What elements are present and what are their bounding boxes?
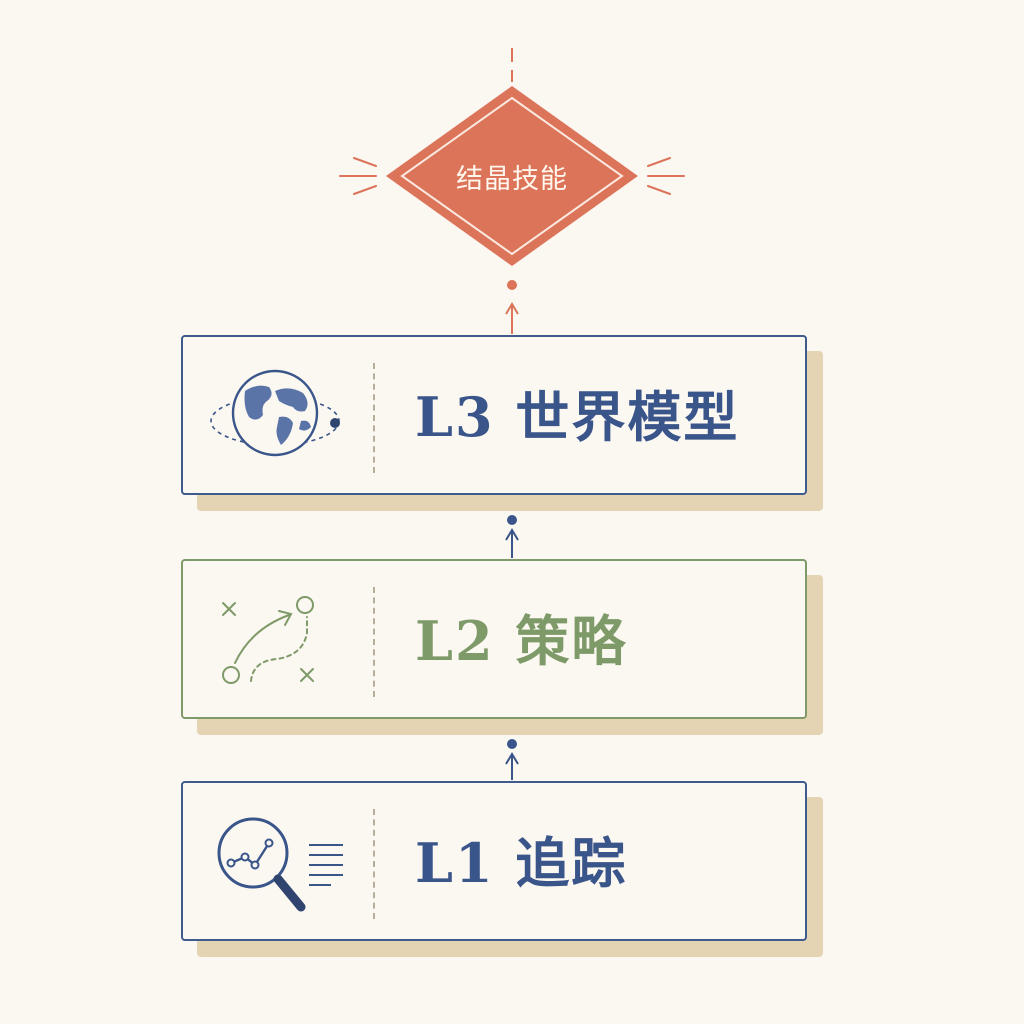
layer-title: L2 策略 <box>415 609 628 673</box>
strategy-icon <box>222 596 314 684</box>
connector-dot <box>507 280 517 290</box>
layer-card: L1 追踪 <box>181 781 807 941</box>
layer-card: L2 策略 <box>181 559 807 719</box>
left-sparkle-icon <box>339 157 377 195</box>
connector-dot <box>507 515 517 525</box>
layer-l3-world-model: L3 世界模型 <box>181 335 823 511</box>
connector-dot <box>507 739 517 749</box>
skill-label: 结晶技能 <box>456 164 568 195</box>
magnifier-chart-icon <box>217 817 343 912</box>
layer-l1-tracking: L1 追踪 <box>181 781 823 957</box>
layer-l2-strategy: L2 策略 <box>181 559 823 735</box>
layer-card: L3 世界模型 <box>181 335 807 495</box>
skill-diamond-inner-border <box>400 96 624 256</box>
layer-title: L1 追踪 <box>415 831 628 895</box>
card-divider <box>373 587 375 697</box>
right-sparkle-icon <box>647 157 685 195</box>
layer-title: L3 世界模型 <box>415 385 740 449</box>
skill-diamond <box>386 86 638 266</box>
arrow-head-icon <box>505 752 519 765</box>
arrow-head-icon <box>505 302 519 315</box>
card-divider <box>373 363 375 473</box>
arrow-head-icon <box>505 528 519 541</box>
card-divider <box>373 809 375 919</box>
globe-icon <box>210 369 340 457</box>
